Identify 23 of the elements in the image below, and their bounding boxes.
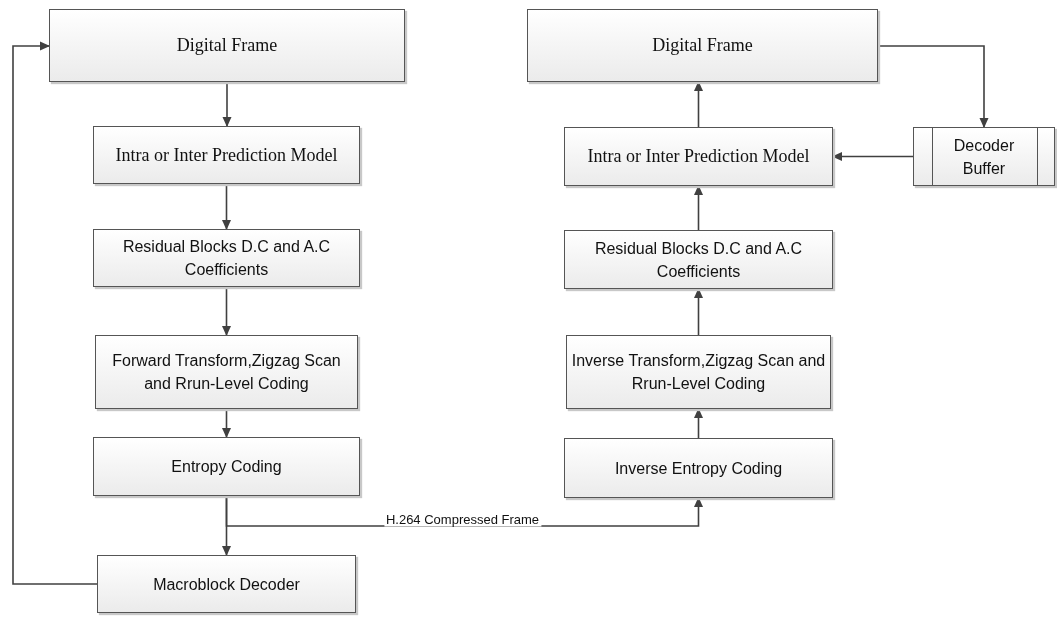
arrow	[12, 41, 98, 585]
arrow	[222, 286, 231, 336]
process-box: Digital Frame	[49, 9, 405, 82]
process-box: Forward Transform,Zigzag Scan and Rrun-Level Coding	[95, 335, 358, 409]
process-box: Macroblock Decoder	[97, 555, 356, 613]
arrow	[877, 45, 989, 128]
arrow	[694, 185, 703, 231]
process-box: Residual Blocks D.C and A.C Coefficients	[93, 229, 360, 287]
process-box: Intra or Inter Prediction Model	[93, 126, 360, 184]
arrow	[694, 408, 703, 439]
process-box: Inverse Entropy Coding	[564, 438, 833, 498]
buffer-box: Decoder Buffer	[913, 127, 1055, 186]
arrow	[222, 81, 232, 127]
arrow	[694, 288, 703, 336]
arrow	[222, 183, 231, 230]
process-box: Residual Blocks D.C and A.C Coefficients	[564, 230, 833, 289]
arrow	[832, 152, 914, 161]
arrow	[222, 408, 231, 438]
process-box: Inverse Transform,Zigzag Scan and Rrun-Level Coding	[566, 335, 831, 409]
process-box: Digital Frame	[527, 9, 878, 82]
arrow	[694, 81, 703, 128]
process-box: Intra or Inter Prediction Model	[564, 127, 833, 186]
process-box: Entropy Coding	[93, 437, 360, 496]
